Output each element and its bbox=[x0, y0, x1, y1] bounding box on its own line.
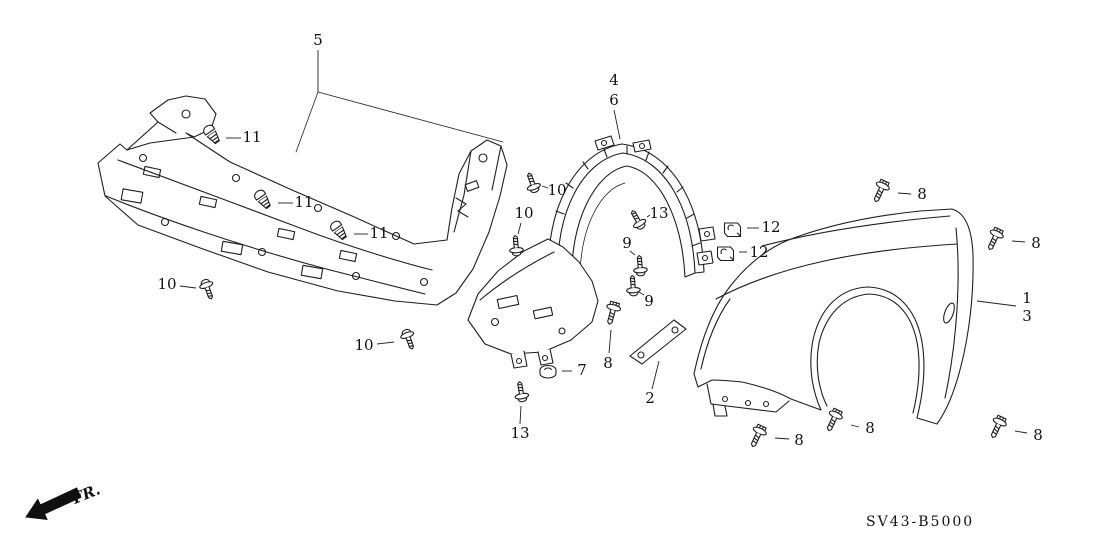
leader-line-10 bbox=[541, 185, 549, 189]
leader-line-8 bbox=[1011, 240, 1026, 243]
callout-10: 10 bbox=[547, 181, 567, 199]
callout-10: 10 bbox=[514, 204, 534, 222]
splash-guard-lower bbox=[467, 238, 599, 369]
part-5-splash-shield bbox=[97, 91, 508, 306]
screw-fastener-icon bbox=[625, 206, 649, 233]
callout-5: 5 bbox=[313, 31, 323, 49]
screw-fastener-icon bbox=[631, 254, 649, 277]
callout-8: 8 bbox=[1033, 426, 1043, 444]
screw-fastener-icon bbox=[624, 274, 642, 297]
callout-9: 9 bbox=[622, 234, 632, 252]
callout-4: 4 bbox=[609, 71, 619, 89]
callout-10: 10 bbox=[354, 336, 374, 354]
screw-fastener-icon bbox=[507, 234, 525, 257]
part-2-stay bbox=[629, 319, 687, 365]
screw-fastener-icon bbox=[521, 170, 543, 196]
fr-arrow-icon bbox=[25, 487, 82, 520]
leader-line-8 bbox=[1014, 430, 1028, 434]
bolt-fastener-icon bbox=[821, 406, 845, 435]
callout-2: 2 bbox=[645, 389, 655, 407]
diagram-code: SV43-B5000 bbox=[866, 514, 975, 530]
leader-line-10 bbox=[517, 222, 522, 235]
callout-1: 1 bbox=[1022, 289, 1032, 307]
callout-12: 12 bbox=[761, 218, 781, 236]
callout-11: 11 bbox=[369, 224, 389, 242]
leader-line-10 bbox=[179, 285, 197, 289]
callout-8: 8 bbox=[865, 419, 875, 437]
leader-line-13 bbox=[519, 405, 522, 425]
screw-fastener-icon bbox=[197, 276, 219, 302]
bolt-fastener-icon bbox=[868, 177, 892, 206]
leader-line-9 bbox=[638, 291, 645, 296]
callout-10: 10 bbox=[157, 275, 177, 293]
callout-11: 11 bbox=[294, 193, 314, 211]
callout-9: 9 bbox=[644, 292, 654, 310]
callout-7: 7 bbox=[577, 361, 587, 379]
leader-line-9 bbox=[629, 250, 636, 256]
bolt-fastener-icon bbox=[601, 300, 623, 327]
callout-6: 6 bbox=[609, 91, 619, 109]
screw-fastener-icon bbox=[398, 326, 420, 352]
bolt-fastener-icon bbox=[985, 413, 1009, 442]
callout-13: 13 bbox=[510, 424, 530, 442]
bolt-fastener-icon bbox=[982, 225, 1006, 254]
leader-line-10 bbox=[376, 341, 395, 345]
leader-line-2 bbox=[651, 360, 660, 390]
callout-13: 13 bbox=[649, 204, 669, 222]
leader-line-8 bbox=[608, 329, 612, 354]
callout-8: 8 bbox=[794, 431, 804, 449]
leader-line-13 bbox=[646, 214, 651, 218]
leader-line-6 bbox=[613, 109, 621, 140]
callout-3: 3 bbox=[1022, 307, 1032, 325]
callout-12: 12 bbox=[749, 243, 769, 261]
bolt-fastener-icon bbox=[745, 422, 769, 451]
grommet-fastener-icon bbox=[539, 364, 557, 379]
leader-line-3 bbox=[976, 300, 1017, 307]
nut-fastener-icon bbox=[723, 222, 742, 238]
leader-line-8 bbox=[774, 437, 790, 440]
leader-line-8 bbox=[850, 424, 860, 428]
screw-fastener-icon bbox=[512, 379, 531, 404]
callout-8: 8 bbox=[1031, 234, 1041, 252]
callout-8: 8 bbox=[603, 354, 613, 372]
leader-line-8 bbox=[897, 192, 912, 195]
part-1-3-front-fender bbox=[693, 208, 974, 425]
leader-lines bbox=[179, 50, 1028, 440]
callout-11: 11 bbox=[242, 128, 262, 146]
nut-fastener-icon bbox=[716, 246, 735, 262]
callout-8: 8 bbox=[917, 185, 927, 203]
